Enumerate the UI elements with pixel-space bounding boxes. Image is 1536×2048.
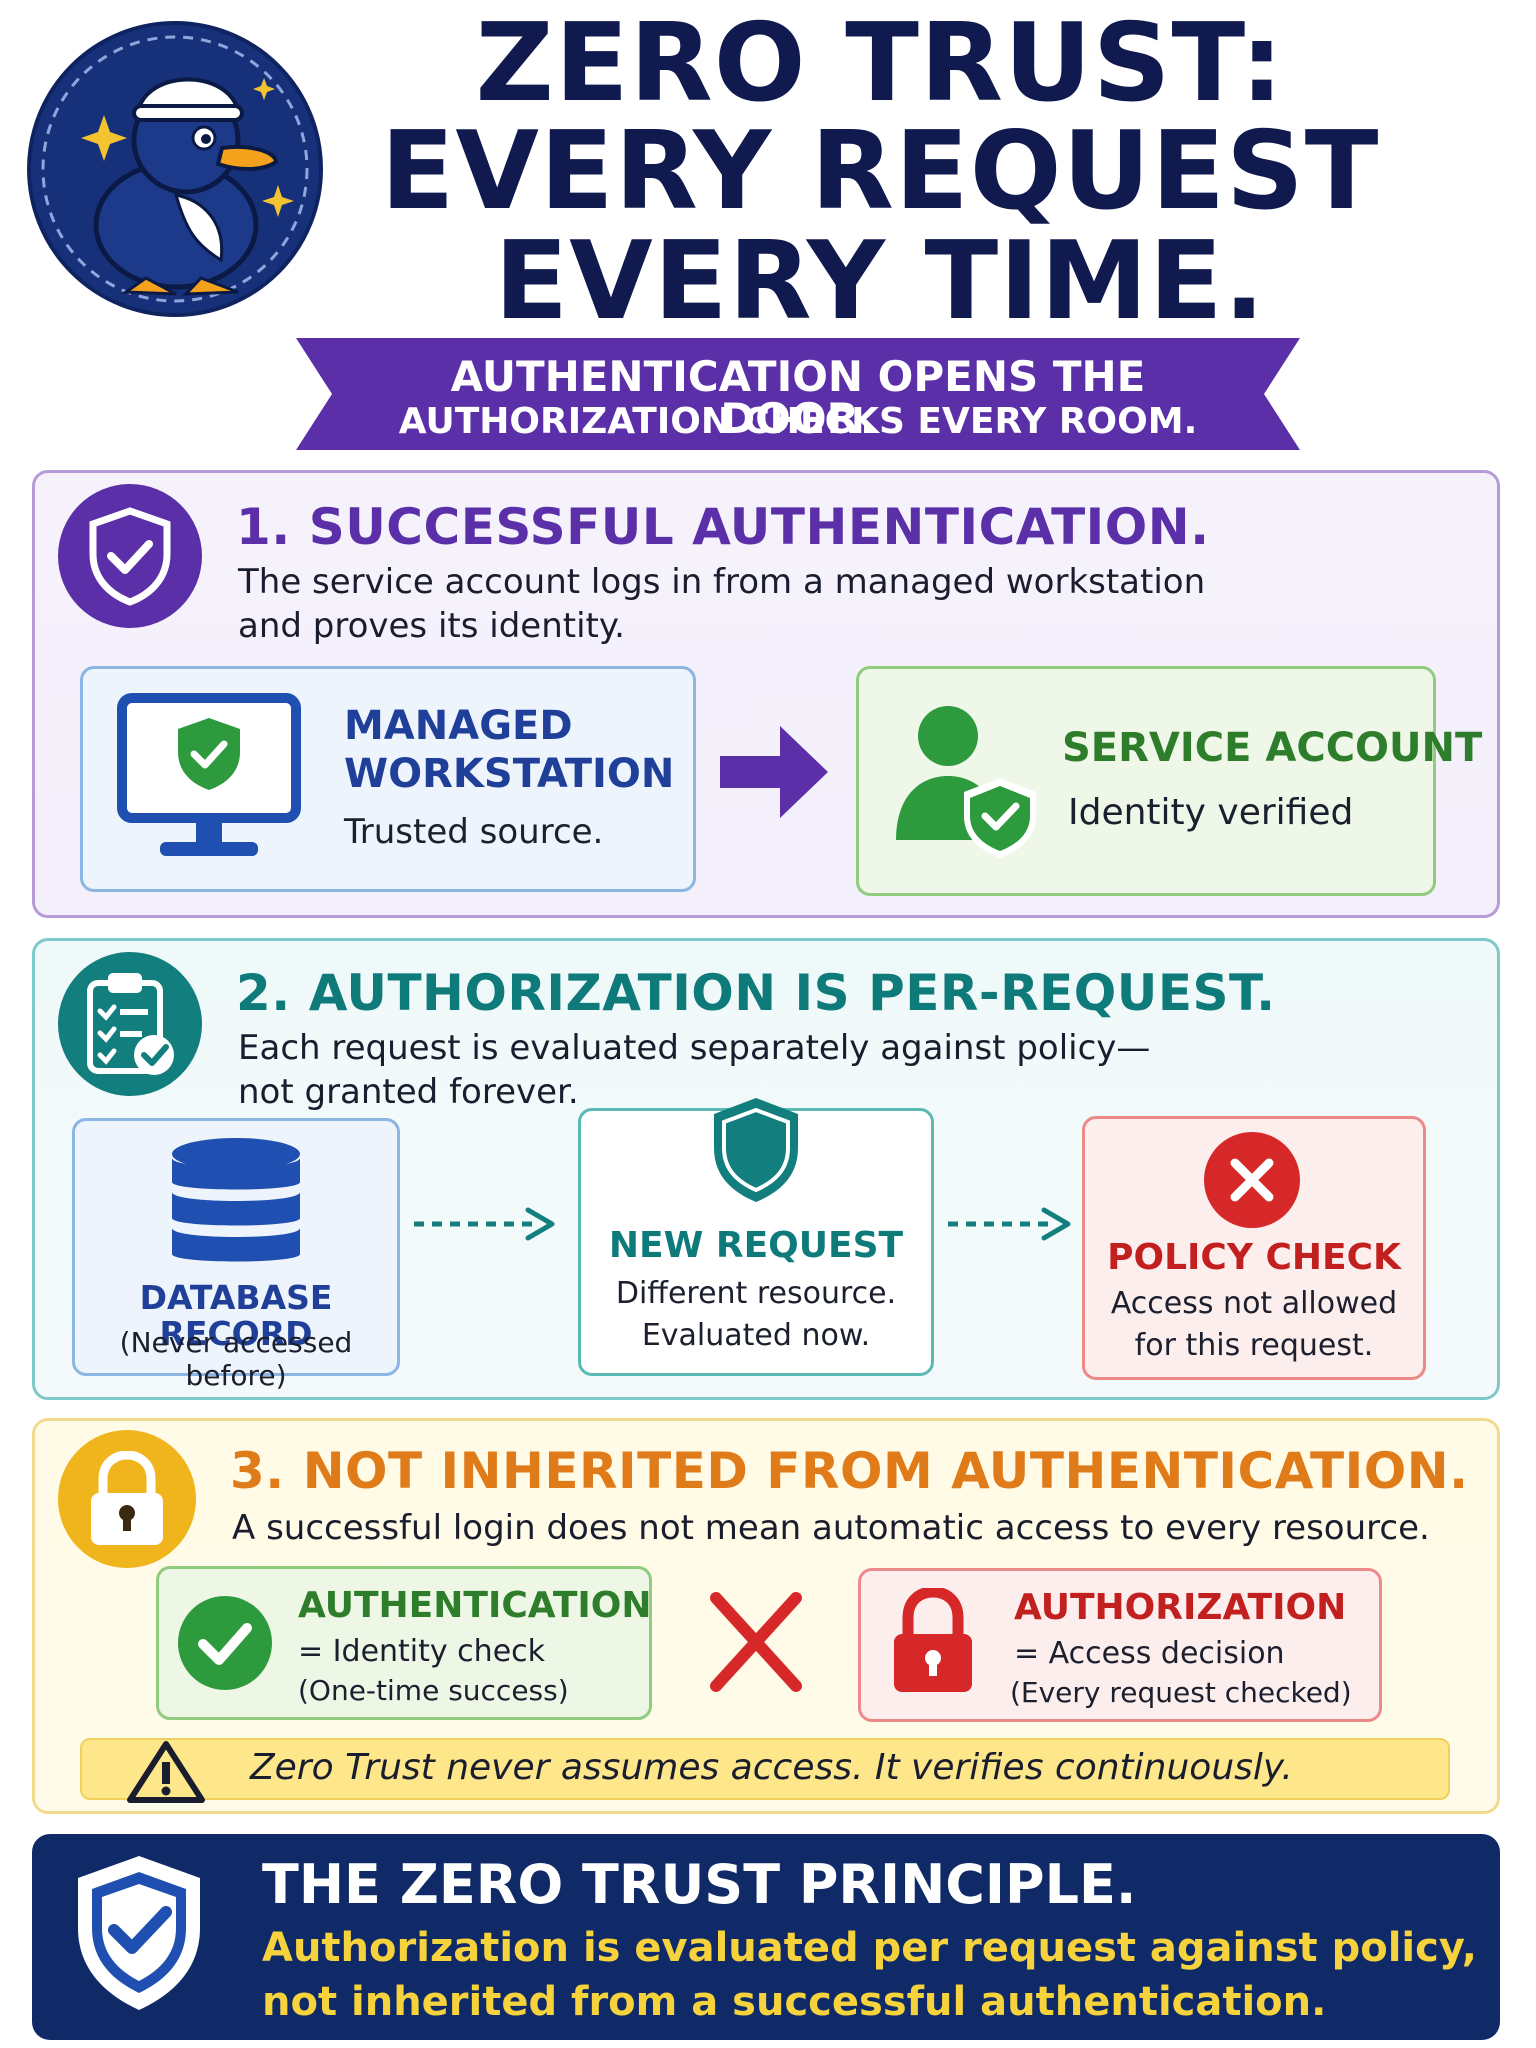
warning-text: Zero Trust never assumes access. It veri… bbox=[250, 1747, 1293, 1788]
red-lock-icon bbox=[890, 1586, 976, 1700]
right-arrow-icon bbox=[718, 722, 830, 826]
section1-desc-line1: The service account logs in from a manag… bbox=[238, 562, 1206, 602]
x-circle-icon bbox=[1204, 1132, 1300, 1228]
principle-line2: not inherited from a successful authenti… bbox=[262, 1979, 1327, 2025]
database-record-title: DATABASE RECORD bbox=[139, 1278, 333, 1354]
service-account-subtitle: Identity verified bbox=[1068, 792, 1354, 833]
new-request-line1: Different resource. bbox=[615, 1276, 897, 1311]
policy-check-line1: Access not allowed bbox=[1110, 1286, 1398, 1321]
authorization-title: AUTHORIZATION bbox=[1014, 1587, 1347, 1628]
monitor-shield-icon bbox=[116, 692, 302, 870]
section1-title: 1. SUCCESSFUL AUTHENTICATION. bbox=[236, 498, 1210, 556]
policy-check-line2: for this request. bbox=[1134, 1328, 1374, 1363]
dashed-arrow-icon bbox=[412, 1204, 562, 1248]
shield-icon bbox=[708, 1094, 804, 1210]
section3-title: 3. NOT INHERITED FROM AUTHENTICATION. bbox=[230, 1442, 1469, 1500]
workstation-title-line2: WORKSTATION bbox=[344, 751, 675, 797]
warning-bar bbox=[80, 1738, 1450, 1800]
authentication-line2: (One-time success) bbox=[298, 1674, 569, 1707]
padlock-icon bbox=[58, 1430, 196, 1568]
workstation-subtitle: Trusted source. bbox=[344, 812, 604, 852]
policy-check-title: POLICY CHECK bbox=[1107, 1237, 1401, 1278]
warning-triangle-icon bbox=[126, 1738, 206, 1808]
authentication-title: AUTHENTICATION bbox=[298, 1585, 652, 1626]
user-shield-icon bbox=[892, 700, 1042, 864]
section2-desc-line2: not granted forever. bbox=[238, 1072, 579, 1112]
dashed-arrow-icon bbox=[946, 1204, 1076, 1248]
check-circle-icon bbox=[178, 1596, 272, 1690]
authorization-line1: = Access decision bbox=[1014, 1636, 1285, 1671]
service-account-title: SERVICE ACCOUNT bbox=[1062, 725, 1483, 771]
shield-check-icon bbox=[58, 484, 202, 628]
database-icon bbox=[168, 1136, 304, 1278]
ribbon-banner bbox=[296, 338, 1300, 450]
workstation-title-line1: MANAGED bbox=[344, 703, 573, 749]
principle-line1: Authorization is evaluated per request a… bbox=[262, 1925, 1477, 1971]
duck-mascot-logo bbox=[26, 20, 324, 318]
title-line-1: ZERO TRUST: bbox=[475, 1, 1285, 126]
database-record-subtitle: (Never accessed before) bbox=[119, 1326, 353, 1392]
new-request-title: NEW REQUEST bbox=[608, 1225, 904, 1266]
not-equal-x-icon bbox=[708, 1590, 804, 1698]
banner-line-1: AUTHENTICATION OPENS THE DOOR. bbox=[450, 352, 1146, 443]
section2-desc-line1: Each request is evaluated separately aga… bbox=[238, 1028, 1151, 1068]
new-request-line2: Evaluated now. bbox=[641, 1318, 871, 1353]
banner-line-2: AUTHORIZATION CHECKS EVERY ROOM. bbox=[398, 401, 1198, 442]
authorization-line2: (Every request checked) bbox=[1010, 1676, 1352, 1709]
principle-panel bbox=[32, 1834, 1500, 2040]
shield-check-icon bbox=[70, 1850, 208, 2020]
title-line-2: EVERY REQUEST bbox=[380, 109, 1380, 234]
duck-mascot-icon bbox=[27, 21, 323, 317]
section1-desc-line2: and proves its identity. bbox=[238, 606, 625, 646]
section2-title: 2. AUTHORIZATION IS PER-REQUEST. bbox=[236, 964, 1276, 1022]
clipboard-checklist-icon bbox=[58, 952, 202, 1096]
section3-desc: A successful login does not mean automat… bbox=[232, 1508, 1430, 1548]
title-line-3: EVERY TIME. bbox=[494, 219, 1266, 344]
authentication-line1: = Identity check bbox=[298, 1634, 546, 1669]
principle-title: THE ZERO TRUST PRINCIPLE. bbox=[262, 1853, 1137, 1916]
